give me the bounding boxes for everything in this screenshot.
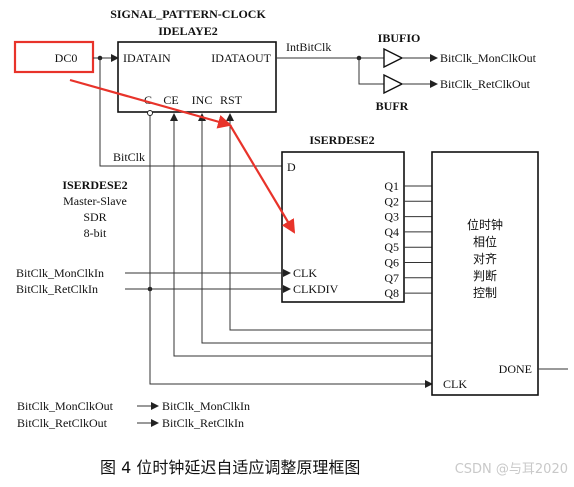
clock-in-mon-label: BitClk_MonClkIn	[16, 266, 104, 280]
idelay-c-pin	[147, 110, 153, 116]
iserdes-q-label: Q6	[384, 256, 399, 270]
output-ret-label: BitClk_RetClkOut	[440, 77, 531, 91]
dc0-label: DC0	[55, 51, 78, 65]
iserdes-q-label: Q2	[384, 194, 399, 208]
judge-line-4: 控制	[473, 286, 497, 300]
ibufio-buffer	[383, 47, 404, 69]
idelay-name: IDELAYE2	[158, 24, 218, 38]
idelay-top-label: SIGNAL_PATTERN-CLOCK	[110, 7, 266, 21]
legend-to-1: BitClk_RetClkIn	[162, 416, 244, 430]
iserdes-q-label: Q4	[384, 225, 399, 239]
idelay-port-ce: CE	[163, 93, 178, 107]
output-mon-label: BitClk_MonClkOut	[440, 51, 537, 65]
idelay-port-rst: RST	[220, 93, 243, 107]
iserdes-d-port: D	[287, 160, 296, 174]
bufr-buffer	[383, 73, 404, 95]
dc0-highlight-box	[13, 40, 95, 74]
iserdes-clk-port: CLK	[293, 266, 317, 280]
figure-caption: 图 4 位时钟延迟自适应调整原理框图	[100, 458, 360, 477]
ctrl-rst-wire	[226, 113, 432, 331]
iserdes-block	[281, 151, 405, 303]
idelay-out-port: IDATAOUT	[211, 51, 271, 65]
legend-from-0: BitClk_MonClkOut	[17, 399, 114, 413]
idelay-port-inc: INC	[192, 93, 213, 107]
highlight-arrow-to-idelay	[69, 78, 232, 129]
judge-line-1: 相位	[473, 234, 497, 249]
iserdes-info-3: 8-bit	[84, 226, 107, 240]
idelay-port-c: C	[144, 93, 152, 107]
iserdes-q-label: Q7	[384, 271, 399, 285]
idelay-in-port: IDATAIN	[123, 51, 171, 65]
bufr-label: BUFR	[376, 99, 409, 113]
ibufio-label: IBUFIO	[378, 31, 421, 45]
iserdes-info-0: ISERDESE2	[62, 178, 127, 192]
iserdes-q-label: Q8	[384, 286, 399, 300]
judge-done-port: DONE	[499, 362, 532, 376]
ctrl-inc-wire	[198, 113, 432, 344]
bitclk-wire	[99, 58, 282, 167]
judge-line-3: 判断	[473, 268, 497, 283]
judge-line-0: 位时钟	[467, 217, 503, 232]
judge-line-2: 对齐	[473, 251, 497, 266]
judge-block	[431, 151, 539, 396]
iserdes-info-2: SDR	[83, 210, 106, 224]
judge-clk-wire	[149, 289, 433, 388]
highlight-arrow-to-iserdes	[229, 124, 296, 234]
iserdes-name: ISERDESE2	[309, 133, 374, 147]
bitclk-label: BitClk	[113, 150, 145, 164]
judge-clk-port: CLK	[443, 377, 467, 391]
iserdes-q-label: Q1	[384, 179, 399, 193]
iserdes-info-1: Master-Slave	[63, 194, 127, 208]
iserdes-q-label: Q3	[384, 210, 399, 224]
legend-to-0: BitClk_MonClkIn	[162, 399, 250, 413]
iserdes-q-label: Q5	[384, 240, 399, 254]
watermark: CSDN @与耳2020	[455, 462, 568, 477]
clock-in-ret-label: BitClk_RetClkIn	[16, 282, 98, 296]
iserdes-clkdiv-port: CLKDIV	[293, 282, 339, 296]
ctrl-ce-wire	[170, 113, 432, 357]
bufr-branch-wire	[358, 58, 384, 85]
intbitclk-label: IntBitClk	[286, 40, 331, 54]
legend-from-1: BitClk_RetClkOut	[17, 416, 108, 430]
